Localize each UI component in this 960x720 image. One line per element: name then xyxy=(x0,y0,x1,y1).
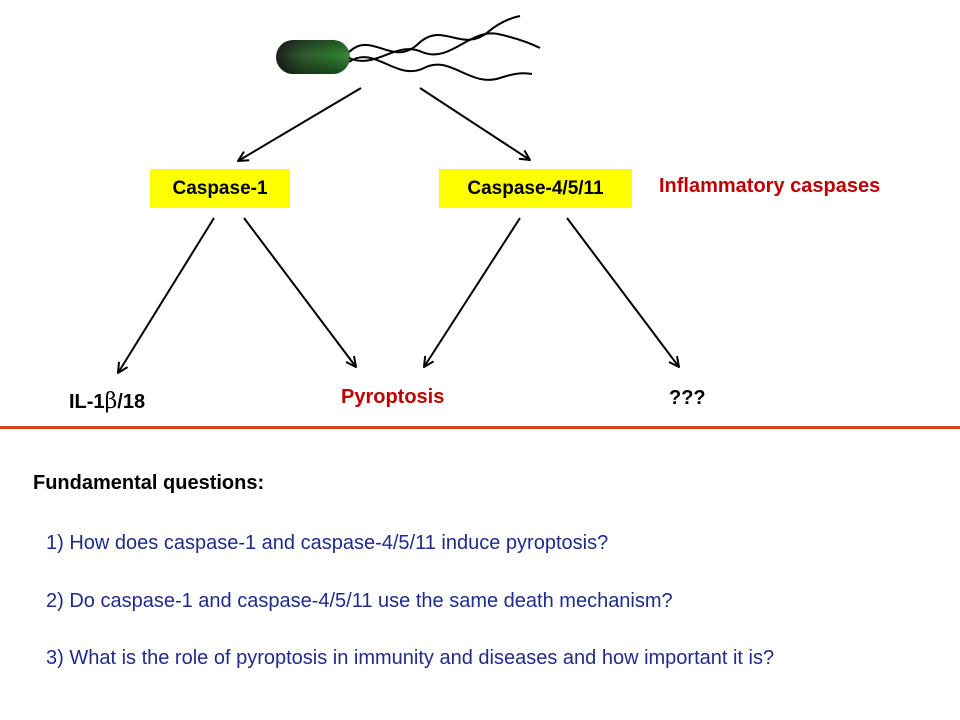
pyroptosis-label: Pyroptosis xyxy=(341,386,445,408)
section-divider xyxy=(0,426,960,429)
caspase-1-box: Caspase-1 xyxy=(150,169,290,208)
flagellum xyxy=(348,15,521,54)
caspase-4-5-11-box: Caspase-4/5/11 xyxy=(439,169,632,208)
inflammatory-caspases-label: Inflammatory caspases xyxy=(659,175,881,197)
arrow-caspase-4-5-11-to-unknown xyxy=(566,217,679,367)
pathway-diagram xyxy=(0,15,960,430)
arrow-bacterium-to-caspase-1 xyxy=(238,87,362,161)
arrow-caspase-1-to-il-1b-18 xyxy=(118,217,215,373)
il-beta-symbol: β xyxy=(104,389,118,414)
unknown-outcome-label: ??? xyxy=(669,387,706,409)
questions-heading: Fundamental questions: xyxy=(33,472,265,494)
flagellum xyxy=(348,32,541,62)
flagellum xyxy=(348,56,533,81)
arrow-caspase-4-5-11-to-pyroptosis xyxy=(424,217,521,367)
arrow-caspase-1-to-pyroptosis xyxy=(243,217,356,367)
bacterium-icon xyxy=(276,15,541,81)
il-prefix: IL-1 xyxy=(69,391,105,413)
il-suffix: /18 xyxy=(117,391,146,413)
question-item: 1) How does caspase-1 and caspase-4/5/11… xyxy=(46,532,609,554)
arrow-bacterium-to-caspase-4-5-11 xyxy=(419,87,530,160)
question-item: 2) Do caspase-1 and caspase-4/5/11 use t… xyxy=(46,590,673,612)
il-1b-18-label: IL-1β/18 xyxy=(69,389,145,414)
question-item: 3) What is the role of pyroptosis in imm… xyxy=(46,647,775,669)
